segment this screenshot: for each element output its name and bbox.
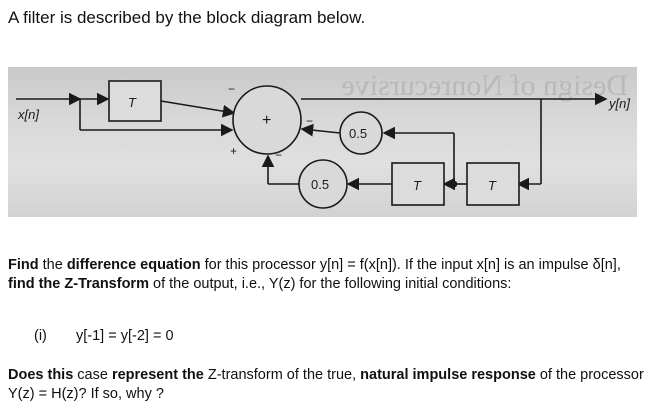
q2-bold-2: represent the <box>111 367 204 383</box>
delay-label-middle: T <box>413 178 422 193</box>
q2-text-2: Z-transform of the true, <box>203 367 361 383</box>
q1-bold-3: find the Z-Transform <box>8 276 149 292</box>
q2-text-1: case <box>73 367 112 383</box>
gain-label-upper: 0.5 <box>349 126 367 141</box>
block-diagram: Design of Nonrecursive <box>16 69 630 209</box>
block-diagram-photo: Design of Nonrecursive <box>8 67 637 217</box>
input-label: x[n] <box>17 107 39 122</box>
sign-minus-top: − <box>228 82 235 96</box>
initial-condition: (i) y[-1] = y[-2] = 0 <box>34 328 174 344</box>
question-difference-equation: Find the difference equation for this pr… <box>8 256 648 294</box>
output-label: y[n] <box>608 96 630 111</box>
q1-text-3: of the output, i.e., Y(z) for the follow… <box>148 276 512 292</box>
delay-label-top: T <box>128 95 137 110</box>
sign-minus-bottom: − <box>275 148 282 162</box>
watermark-text: Design of Nonrecursive <box>341 69 628 102</box>
q2-text-3: of the processor Y(z) = H(z)? If so, why… <box>8 367 644 402</box>
delay-label-right: T <box>488 178 497 193</box>
sign-minus-right: − <box>306 114 313 128</box>
condition-text: y[-1] = y[-2] = 0 <box>76 328 174 344</box>
q1-bold-1: Find <box>8 257 39 273</box>
gain-label-lower: 0.5 <box>311 177 329 192</box>
question-natural-response: Does this case represent the Z-transform… <box>8 366 648 404</box>
sign-plus-lower: + <box>230 144 237 158</box>
q2-bold-3: natural impulse response <box>360 367 536 383</box>
q2-bold-1: Does this <box>8 367 74 383</box>
q1-text-1: the <box>38 257 67 273</box>
adder-plus-sign: + <box>262 112 271 129</box>
q1-bold-2: difference equation <box>66 257 201 273</box>
intro-text: A filter is described by the block diagr… <box>8 8 366 27</box>
q1-text-2: for this processor y[n] = f(x[n]). If th… <box>200 257 621 273</box>
condition-number: (i) <box>34 328 47 344</box>
